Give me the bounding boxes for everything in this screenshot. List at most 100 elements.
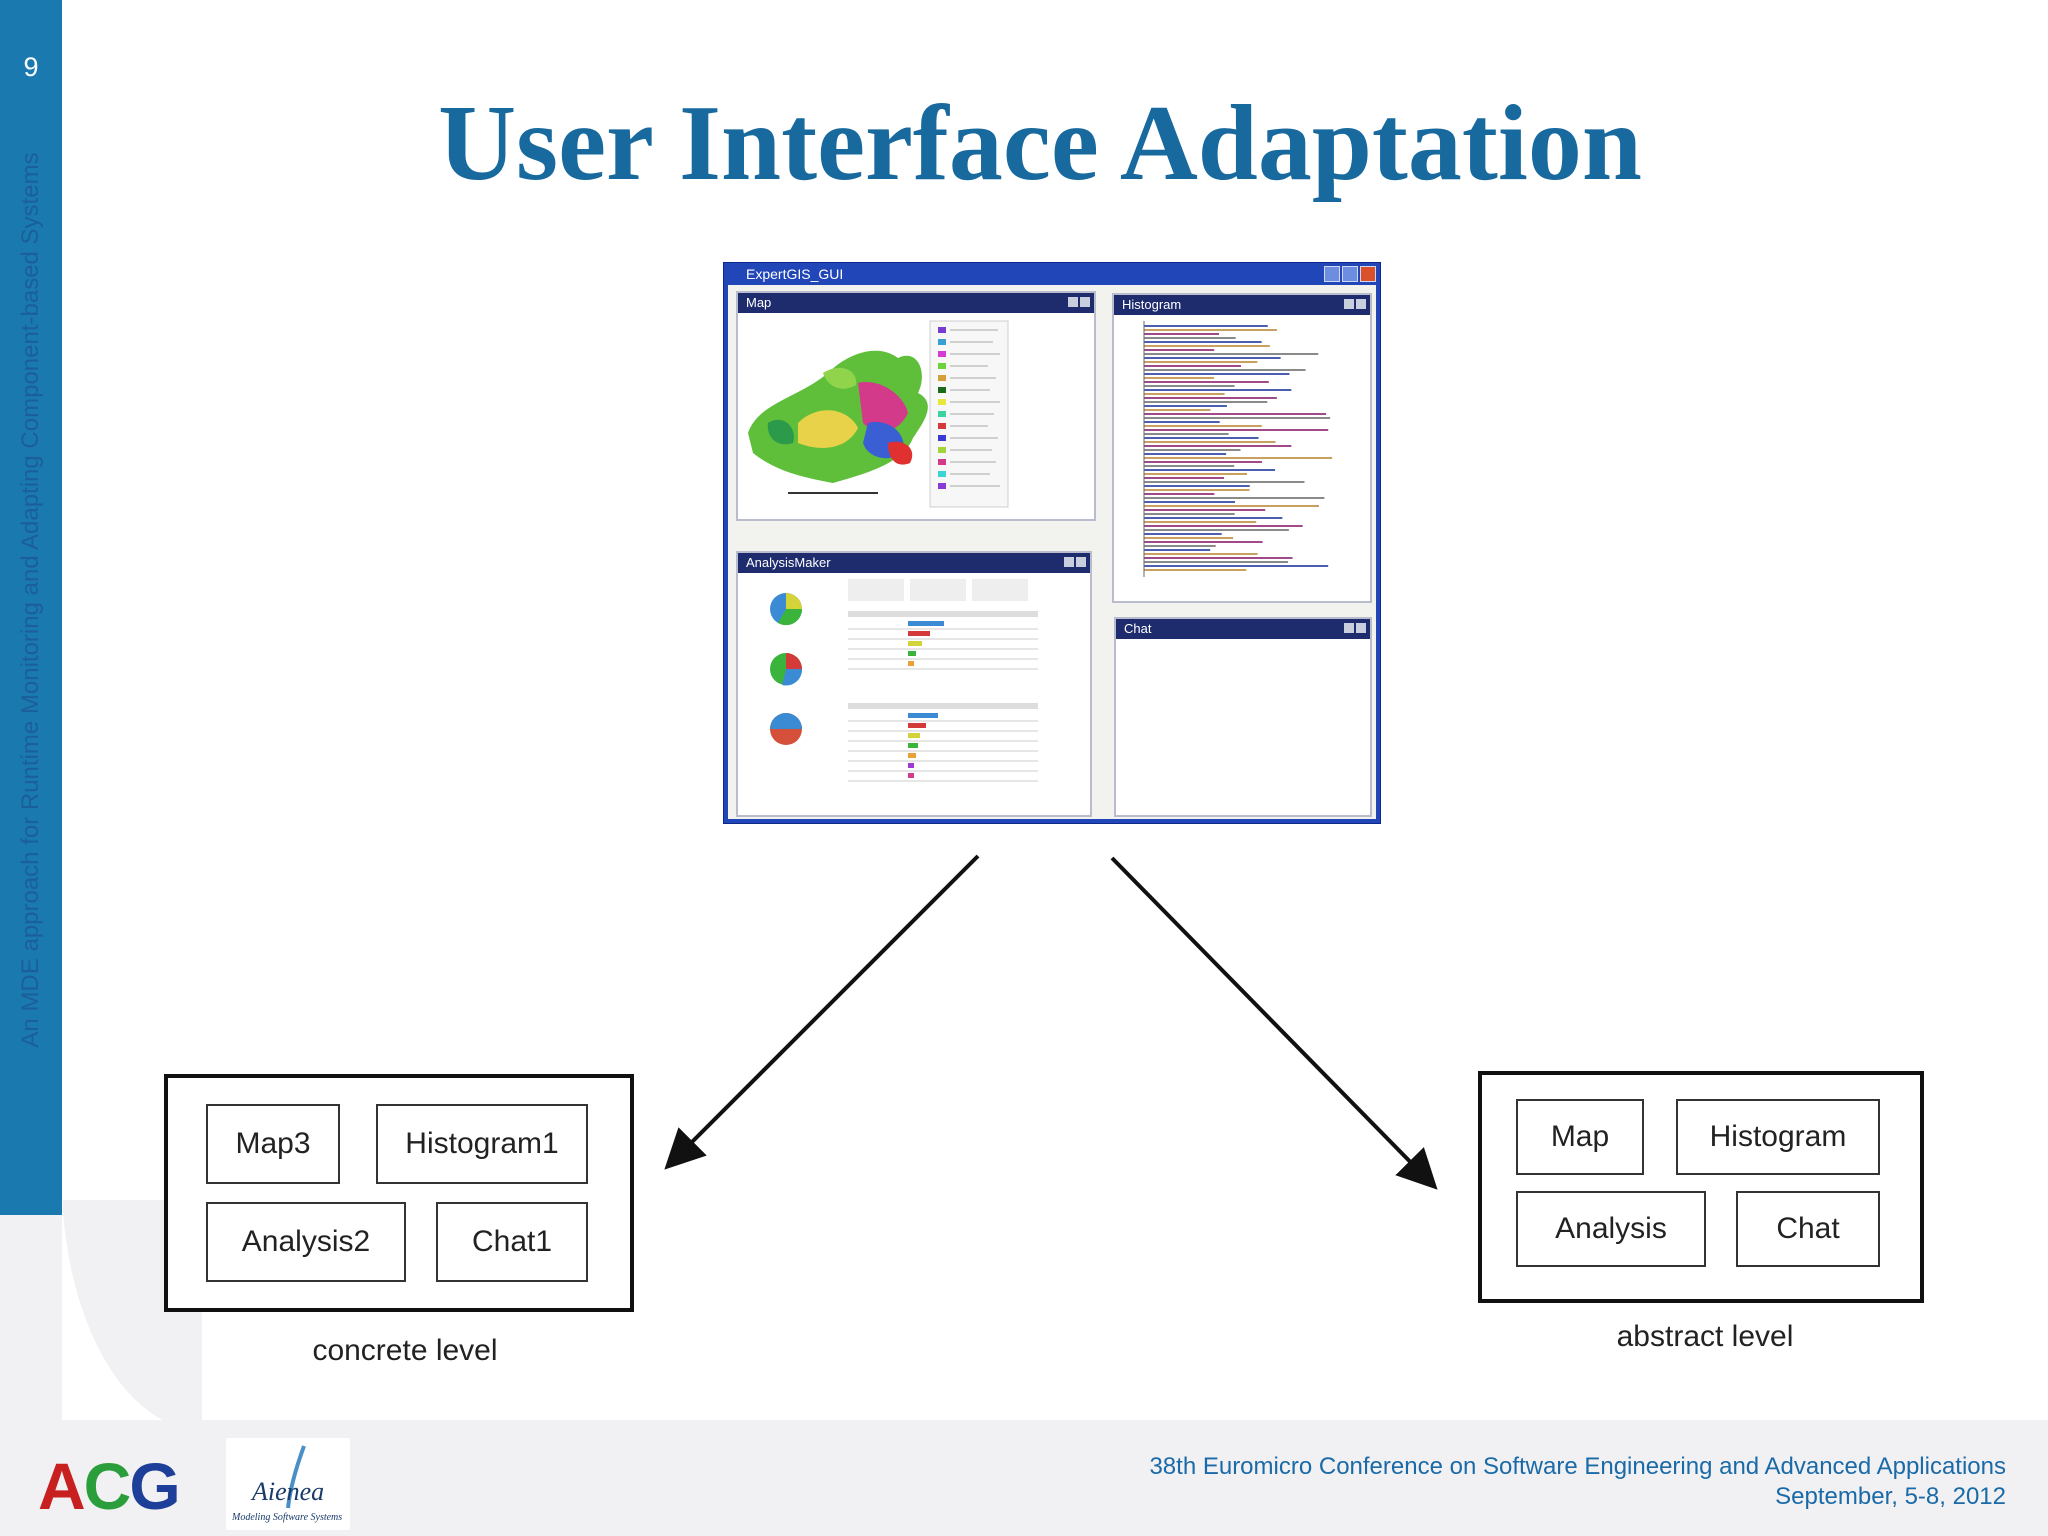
histogram-bar: [1144, 385, 1235, 387]
histogram-bar: [1144, 401, 1268, 403]
panel-minimize-icon: [1068, 297, 1078, 307]
histogram-bar: [1144, 477, 1224, 479]
histogram-bar: [1144, 533, 1222, 535]
histogram-bar: [1144, 353, 1319, 355]
chat-panel-title: Chat: [1124, 621, 1152, 636]
acg-logo-c: C: [83, 1449, 132, 1523]
sidebar-strip: [0, 0, 62, 1215]
histogram-bar: [1144, 569, 1247, 571]
histogram-bar: [1144, 521, 1257, 523]
histogram-bar: [1144, 433, 1229, 435]
histogram-bar: [1144, 429, 1329, 431]
map-image: [748, 320, 1009, 508]
histogram-bar: [1144, 489, 1250, 491]
histogram-bar: [1144, 369, 1306, 371]
histogram-bar: [1144, 561, 1289, 563]
histogram-bar: [1144, 409, 1211, 411]
acg-logo-g: G: [129, 1449, 180, 1523]
slide-title: User Interface Adaptation: [438, 84, 1642, 203]
acg-logo-a: A: [38, 1449, 86, 1523]
histogram-bar: [1144, 377, 1214, 379]
close-icon: [1360, 266, 1376, 282]
histogram-bar: [1144, 345, 1270, 347]
acg-logo: ACG: [38, 1448, 181, 1524]
gui-window-title: ExpertGIS_GUI: [746, 266, 844, 282]
aienea-logo-mark: Aienea Modeling Software Systems: [231, 1445, 342, 1523]
histogram-bar: [1144, 461, 1262, 463]
histogram-bar: [1144, 381, 1269, 383]
histogram-bar: [1144, 509, 1266, 511]
panel-minimize-icon: [1064, 557, 1074, 567]
histogram-bar: [1144, 457, 1333, 459]
minimize-icon: [1324, 266, 1340, 282]
histogram-bar: [1144, 525, 1303, 527]
abstract-chat-box: Chat: [1736, 1191, 1880, 1267]
concrete-map-box: Map3: [206, 1104, 340, 1184]
histogram-bar: [1144, 553, 1258, 555]
histogram-bar: [1144, 361, 1258, 363]
histogram-bar: [1144, 485, 1250, 487]
histogram-bar: [1144, 541, 1263, 543]
concrete-diagram: Map3 Histogram1 Analysis2 Chat1: [164, 1074, 634, 1312]
histogram-bar: [1144, 557, 1293, 559]
histogram-bar: [1144, 417, 1331, 419]
panel-controls: [1068, 297, 1090, 307]
gui-screenshot: ExpertGIS_GUI Map: [723, 262, 1381, 824]
map-panel: Map: [736, 291, 1096, 521]
page-number: 9: [23, 52, 39, 82]
histogram-bar: [1144, 465, 1235, 467]
histogram-bar: [1144, 545, 1216, 547]
maximize-icon: [1342, 266, 1358, 282]
map-panel-title: Map: [746, 295, 772, 310]
histogram-bar: [1144, 473, 1247, 475]
histogram-bar: [1144, 357, 1281, 359]
histogram-panel-title: Histogram: [1122, 297, 1182, 312]
panel-controls: [1064, 557, 1086, 567]
analysis-panel-header: AnalysisMaker: [738, 553, 1090, 573]
histogram-bar: [1144, 393, 1225, 395]
histogram-bar: [1144, 329, 1277, 331]
concrete-caption: concrete level: [312, 1334, 498, 1367]
arrow-to-abstract: [1110, 856, 1438, 1190]
histogram-bar: [1144, 333, 1220, 335]
histogram-bar: [1144, 565, 1329, 567]
histogram-bar: [1144, 449, 1241, 451]
panel-maximize-icon: [1356, 299, 1366, 309]
analysis-panel-title: AnalysisMaker: [746, 555, 831, 570]
histogram-panel-header: Histogram: [1114, 295, 1370, 315]
abstract-map-box: Map: [1516, 1099, 1644, 1175]
concrete-chat-box: Chat1: [436, 1202, 588, 1282]
concrete-analysis-box: Analysis2: [206, 1202, 406, 1282]
abstract-histogram-box: Histogram: [1676, 1099, 1880, 1175]
histogram-bar: [1144, 469, 1276, 471]
chat-panel: Chat: [1114, 617, 1372, 817]
gui-titlebar: ExpertGIS_GUI: [724, 263, 1380, 285]
histogram-bar: [1144, 549, 1211, 551]
histogram-bar: [1144, 341, 1262, 343]
histogram-bar: [1144, 325, 1268, 327]
panel-minimize-icon: [1344, 623, 1354, 633]
histogram-bar: [1144, 349, 1215, 351]
histogram-bar: [1144, 501, 1236, 503]
panel-maximize-icon: [1080, 297, 1090, 307]
histogram-bar: [1144, 517, 1283, 519]
gui-body: Map: [728, 285, 1376, 819]
conference-info: 38th Euromicro Conference on Software En…: [1149, 1452, 2006, 1512]
panel-minimize-icon: [1344, 299, 1354, 309]
aienea-logo: Aienea Modeling Software Systems: [226, 1438, 350, 1530]
histogram-bar: [1144, 373, 1290, 375]
conference-name: 38th Euromicro Conference on Software En…: [1149, 1453, 2006, 1480]
abstract-caption: abstract level: [1616, 1320, 1794, 1353]
histogram-bar: [1144, 389, 1292, 391]
pie-charts: [770, 593, 803, 745]
histogram-bars: [1143, 321, 1333, 577]
histogram-bar: [1144, 365, 1241, 367]
histogram-bar: [1144, 405, 1227, 407]
panel-controls: [1344, 299, 1366, 309]
aienea-logo-tagline: Modeling Software Systems: [231, 1512, 342, 1523]
analysis-panel: AnalysisMaker: [736, 551, 1092, 817]
panel-maximize-icon: [1076, 557, 1086, 567]
histogram-bar: [1144, 481, 1305, 483]
histogram-bar: [1144, 493, 1215, 495]
